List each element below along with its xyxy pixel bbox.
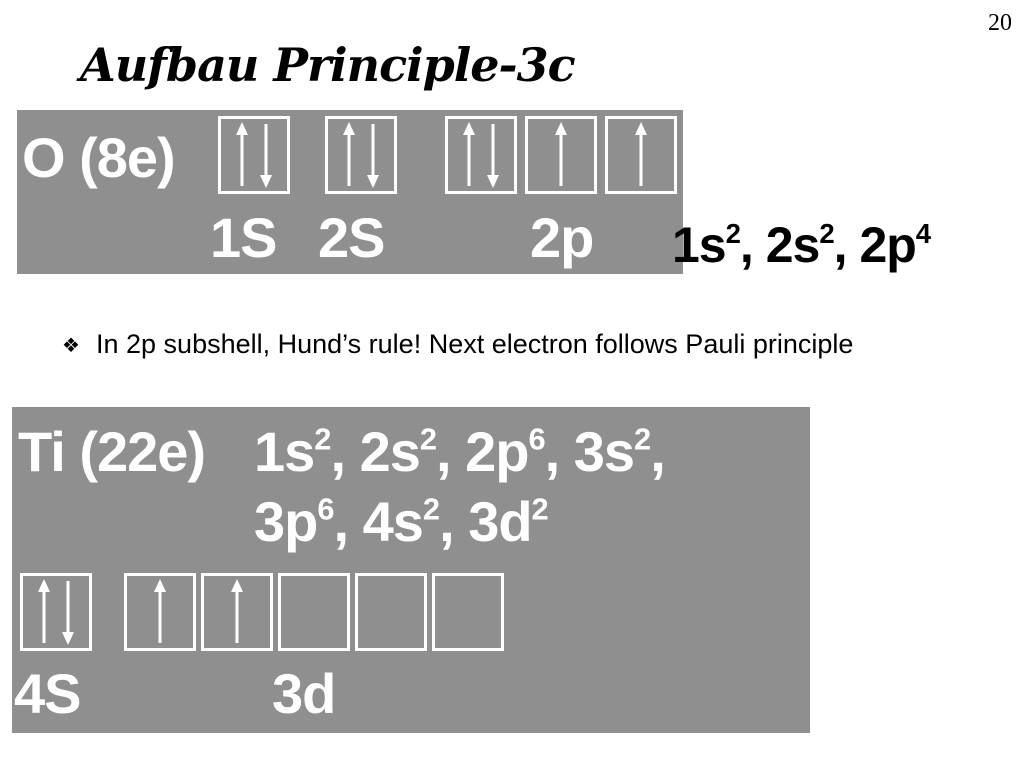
config-term: 1s2, <box>672 217 766 273</box>
oxygen-2s-orbital-box <box>325 116 397 194</box>
diamond-bullet-icon: ❖ <box>62 335 80 357</box>
page-number: 20 <box>988 10 1012 36</box>
spin-down-arrow-icon <box>486 122 500 188</box>
oxygen-orbital-label-1s: 1S <box>210 206 277 269</box>
oxygen-2p-orbital-box-2 <box>525 116 597 194</box>
spin-up-arrow-icon <box>634 122 648 188</box>
titanium-orbital-label-3d: 3d <box>272 662 336 725</box>
titanium-orbital-label-4s: 4S <box>14 662 81 725</box>
spin-down-arrow-icon <box>366 122 380 188</box>
titanium-4s-orbital-box <box>20 573 92 651</box>
titanium-3d-orbital-box-5 <box>432 573 504 651</box>
titanium-config-line-2: 3p6, 4s2, 3d2 <box>254 490 549 553</box>
spin-up-arrow-icon <box>230 579 244 645</box>
oxygen-2p-orbital-box-3 <box>605 116 677 194</box>
spin-up-arrow-icon <box>235 122 249 188</box>
titanium-3d-orbital-box-3 <box>278 573 350 651</box>
titanium-label: Ti (22e) <box>18 420 206 483</box>
slide-title: Aufbau Principle-3c <box>80 38 576 92</box>
spin-down-arrow-icon <box>61 579 75 645</box>
oxygen-electron-configuration: 1s2, 2s2, 2p4 <box>672 217 931 273</box>
spin-up-arrow-icon <box>554 122 568 188</box>
bullet-text: In 2p subshell, Hund’s rule! Next electr… <box>96 329 854 359</box>
oxygen-1s-orbital-box <box>218 116 290 194</box>
titanium-3d-orbital-box-2 <box>201 573 273 651</box>
spin-up-arrow-icon <box>462 122 476 188</box>
titanium-3d-orbital-box-1 <box>124 573 196 651</box>
spin-down-arrow-icon <box>259 122 273 188</box>
oxygen-orbital-label-2s: 2S <box>318 206 385 269</box>
titanium-config-line-1: 1s2, 2s2, 2p6, 3s2, <box>254 420 666 483</box>
oxygen-label: O (8e) <box>22 126 176 189</box>
config-term: 2s2, <box>765 217 860 273</box>
oxygen-2p-orbital-box-1 <box>445 116 517 194</box>
titanium-panel <box>12 407 810 733</box>
spin-up-arrow-icon <box>342 122 356 188</box>
spin-up-arrow-icon <box>37 579 51 645</box>
oxygen-orbital-label-2p: 2p <box>530 206 594 269</box>
spin-up-arrow-icon <box>153 579 167 645</box>
titanium-3d-orbital-box-4 <box>355 573 427 651</box>
config-term: 2p4 <box>859 217 931 273</box>
